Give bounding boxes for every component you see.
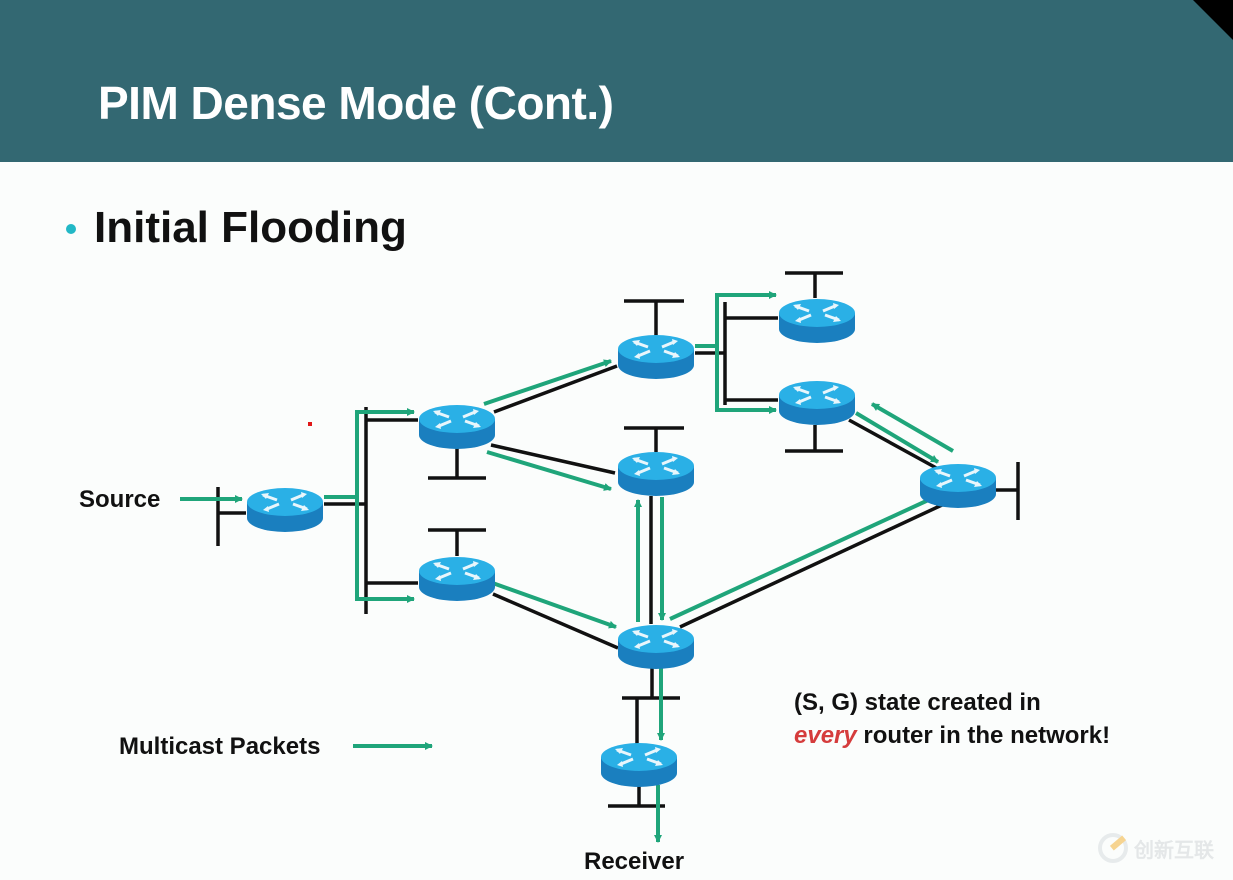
receiver-label: Receiver: [584, 848, 685, 875]
router-icon: [918, 462, 998, 510]
flow-arrow: [854, 411, 940, 464]
red-dot-marker: [308, 422, 312, 426]
router-icon: [616, 333, 696, 381]
watermark-logo-icon: [1098, 833, 1128, 863]
corner-decoration: [1193, 0, 1233, 40]
router-icon: [599, 741, 679, 789]
router-icon: [777, 297, 857, 345]
note-line-1: (S, G) state created in: [794, 689, 1041, 716]
flow-arrow: [324, 408, 415, 499]
links: [216, 271, 1020, 808]
router-icon: [616, 450, 696, 498]
note-line-2-rest: router in the network!: [856, 722, 1111, 749]
flow-arrow: [483, 359, 612, 406]
flow-arrow: [486, 450, 612, 491]
note-emphasis: every: [794, 722, 857, 749]
watermark: 创新互联: [1098, 833, 1214, 863]
link: [490, 443, 616, 475]
router-icon: [245, 486, 325, 534]
link: [848, 418, 941, 472]
router-icon: [417, 403, 497, 451]
flow-arrow: [355, 497, 415, 603]
slide-title: PIM Dense Mode (Cont.): [98, 77, 614, 129]
link: [493, 364, 618, 414]
router-icon: [616, 623, 696, 671]
multicast-flows: [180, 291, 955, 843]
bullet-icon: [66, 224, 76, 234]
bullet-item: Initial Flooding: [66, 203, 407, 253]
slide-header: PIM Dense Mode (Cont.): [0, 0, 1233, 162]
flow-arrow: [715, 346, 777, 414]
note-line-2: every router in the network!: [794, 719, 1110, 752]
flow-arrow: [695, 291, 777, 348]
flow-arrow: [669, 495, 936, 621]
source-label: Source: [79, 486, 161, 513]
bullet-text: Initial Flooding: [94, 203, 407, 252]
state-note: (S, G) state created in every router in …: [794, 686, 1110, 752]
flow-arrow: [870, 402, 955, 453]
flow-arrow: [486, 579, 617, 629]
router-icon: [777, 379, 857, 427]
legend-label: Multicast Packets: [119, 733, 321, 760]
link: [492, 592, 619, 650]
router-icon: [417, 555, 497, 603]
link: [679, 503, 943, 629]
watermark-text: 创新互联: [1134, 837, 1214, 862]
